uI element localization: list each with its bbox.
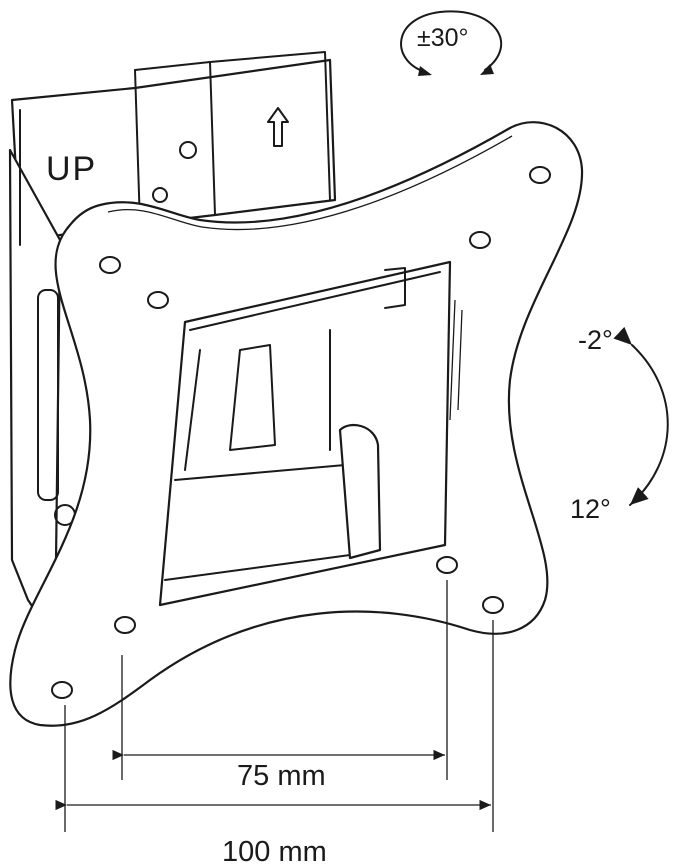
- vesa100-hole: [51, 681, 73, 699]
- dimension-75: [112, 580, 448, 780]
- vesa100-hole: [482, 596, 504, 614]
- upper-hole: [147, 291, 169, 309]
- vesa-plate: [9, 121, 584, 727]
- wall-bracket: [8, 51, 337, 642]
- vesa75-hole: [114, 616, 136, 634]
- vesa75-hole: [436, 556, 458, 574]
- upper-hole: [529, 166, 551, 184]
- upper-hole: [469, 231, 491, 249]
- up-arrow-icon: [267, 107, 289, 147]
- dimension-100-label: 100 mm: [222, 836, 327, 865]
- swivel-arrow-left-icon: [418, 66, 432, 76]
- up-label: UP: [46, 150, 98, 188]
- tilt-arrow-icon: [613, 326, 669, 506]
- swivel-label: ±30°: [417, 24, 469, 52]
- upper-hole: [99, 256, 121, 274]
- tilt-upper-label: -2°: [578, 325, 613, 355]
- dimension-75-label: 75 mm: [237, 760, 326, 792]
- dimension-100: [55, 620, 494, 832]
- swivel-arrow-right-icon: [480, 64, 494, 75]
- swivel-indicator: [400, 10, 503, 76]
- tilt-lower-label: 12°: [570, 494, 611, 524]
